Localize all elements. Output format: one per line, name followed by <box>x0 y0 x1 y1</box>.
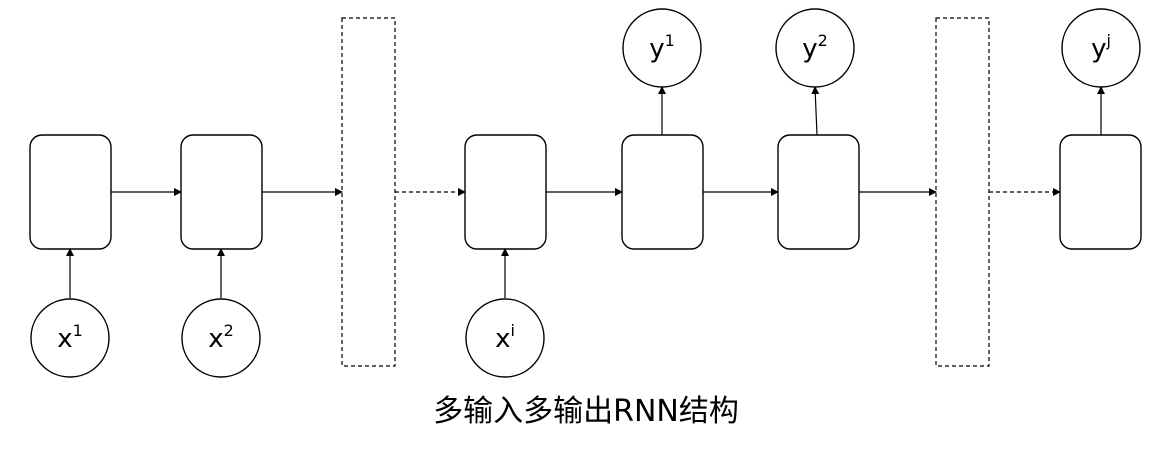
ellipsis-box-1 <box>341 17 396 367</box>
input-label-x1: x1 <box>57 321 83 354</box>
output-node-yj <box>1061 8 1141 88</box>
input-label-xi: xi <box>495 321 515 354</box>
rnn-cell-2 <box>180 134 263 250</box>
output-label-y2: y2 <box>802 31 828 64</box>
rnn-cell-3 <box>464 134 547 250</box>
output-label-y1: y1 <box>649 31 675 64</box>
rnn-cell-6 <box>1059 134 1142 250</box>
diagram-caption: 多输入多输出RNN结构 <box>433 394 739 429</box>
ellipsis-box-2 <box>935 17 990 367</box>
output-node-y1 <box>622 8 702 88</box>
input-node-x2 <box>181 298 261 378</box>
rnn-cell-5 <box>777 134 860 250</box>
rnn-cell-1 <box>29 134 112 250</box>
input-label-x2: x2 <box>208 321 234 354</box>
output-node-y2 <box>775 8 855 88</box>
input-node-x1 <box>30 298 110 378</box>
input-node-xi <box>465 298 545 378</box>
output-label-yj: yj <box>1091 31 1111 64</box>
edge-cell5-output2 <box>811 86 820 136</box>
rnn-cell-4 <box>621 134 704 250</box>
